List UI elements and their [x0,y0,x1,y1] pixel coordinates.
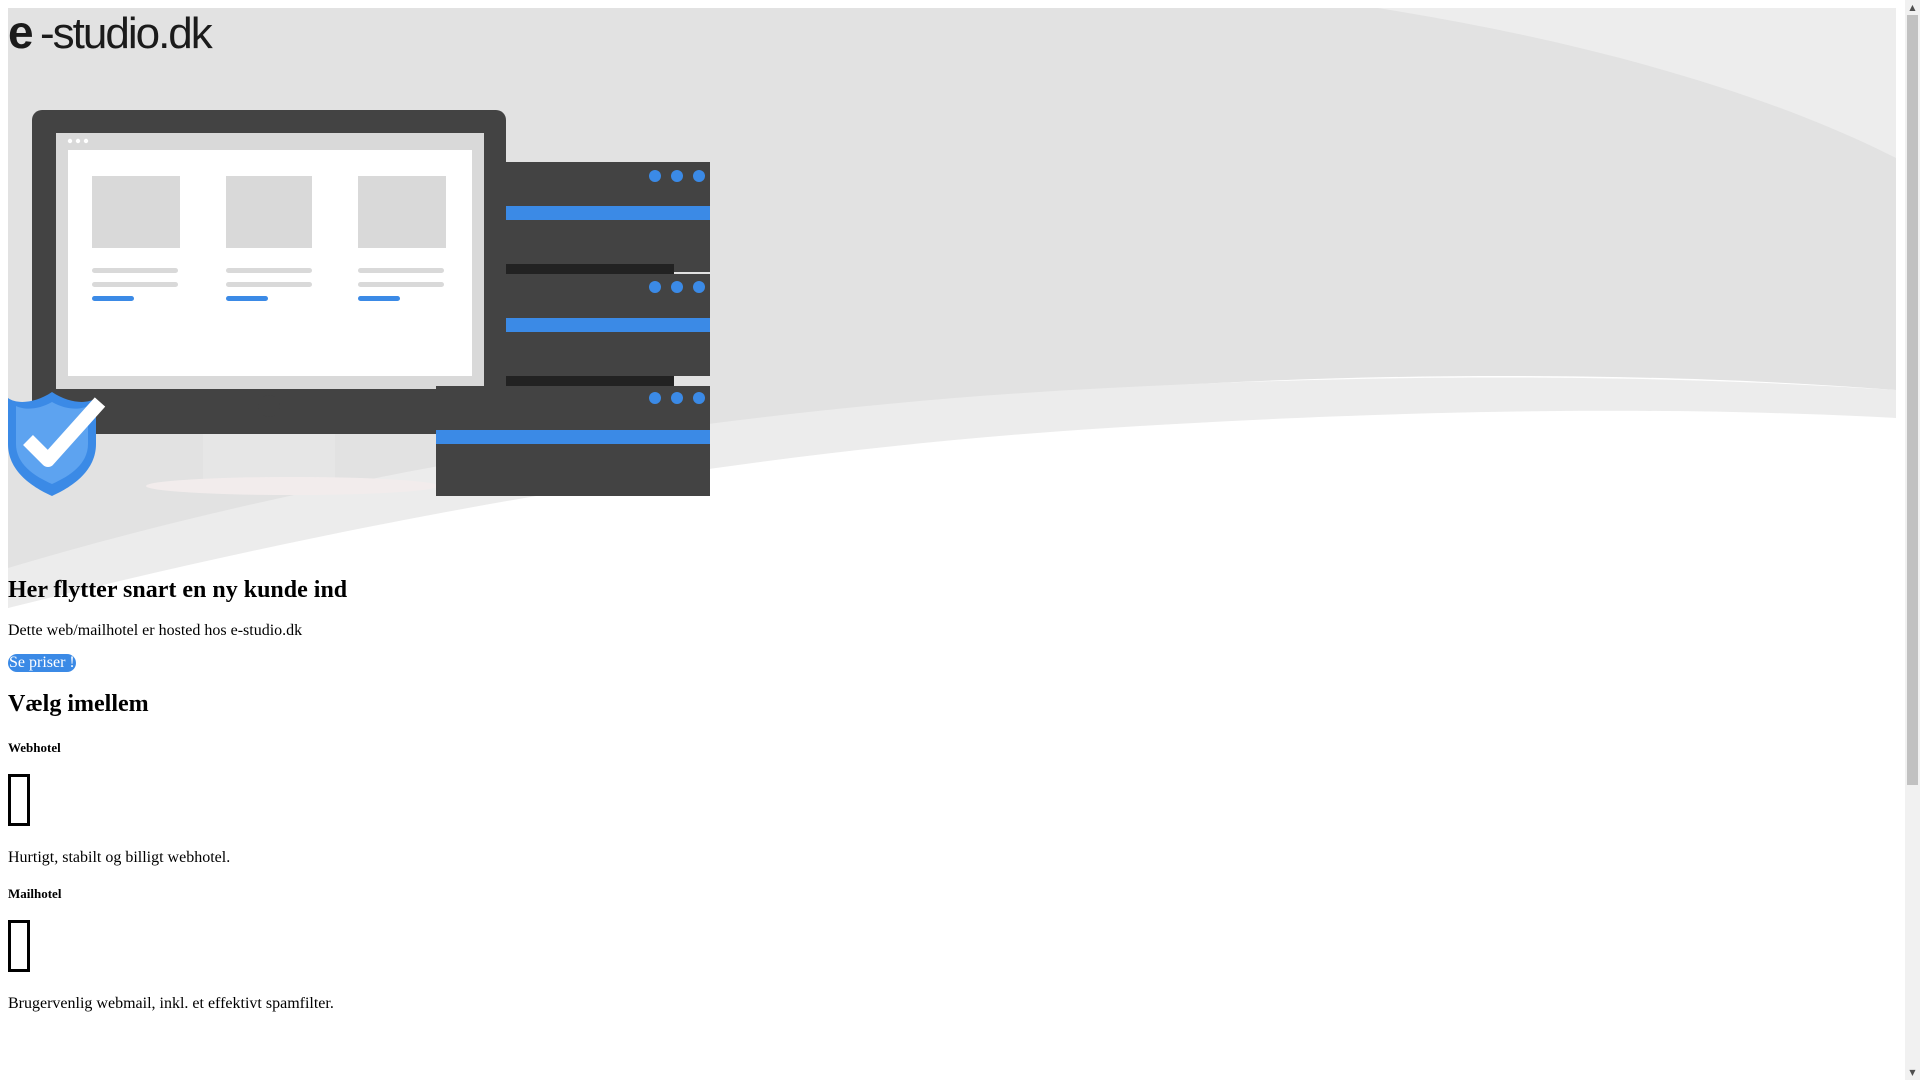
offer-mailhotel: Mailhotel Brugervenlig webmail, inkl. et… [8,886,1888,1014]
choose-heading: Vælg imellem [8,691,149,717]
scrollbar-thumb[interactable] [1907,15,1918,785]
logo: e -studio.dk [8,6,216,52]
hosting-illustration [8,110,710,496]
logo-mark: e [8,6,34,52]
offer-title: Webhotel [8,740,61,755]
vertical-scrollbar[interactable]: ▲ ▼ [1905,0,1920,1080]
see-prices-button[interactable]: Se priser ! [8,654,76,672]
offer-description: Brugervenlig webmail, inkl. et effektivt… [8,995,334,1012]
logo-wordmark: -studio.dk [40,9,214,52]
offer-description: Hurtigt, stabilt og billigt webhotel. [8,849,231,866]
page-title: Her flytter snart en ny kunde ind [8,577,348,603]
offer-title: Mailhotel [8,886,62,901]
missing-glyph-icon [8,920,30,972]
scroll-up-arrow-icon[interactable]: ▲ [1909,3,1916,12]
hosting-notice: Dette web/mailhotel er hosted hos e-stud… [8,622,303,639]
main-content: Her flytter snart en ny kunde ind Dette … [8,570,1888,1014]
monitor-base [146,477,438,495]
shield-check-icon [8,392,106,496]
scroll-down-arrow-icon[interactable]: ▼ [1909,1068,1916,1077]
offer-webhotel: Webhotel Hurtigt, stabilt og billigt web… [8,740,1888,868]
missing-glyph-icon [8,774,30,826]
